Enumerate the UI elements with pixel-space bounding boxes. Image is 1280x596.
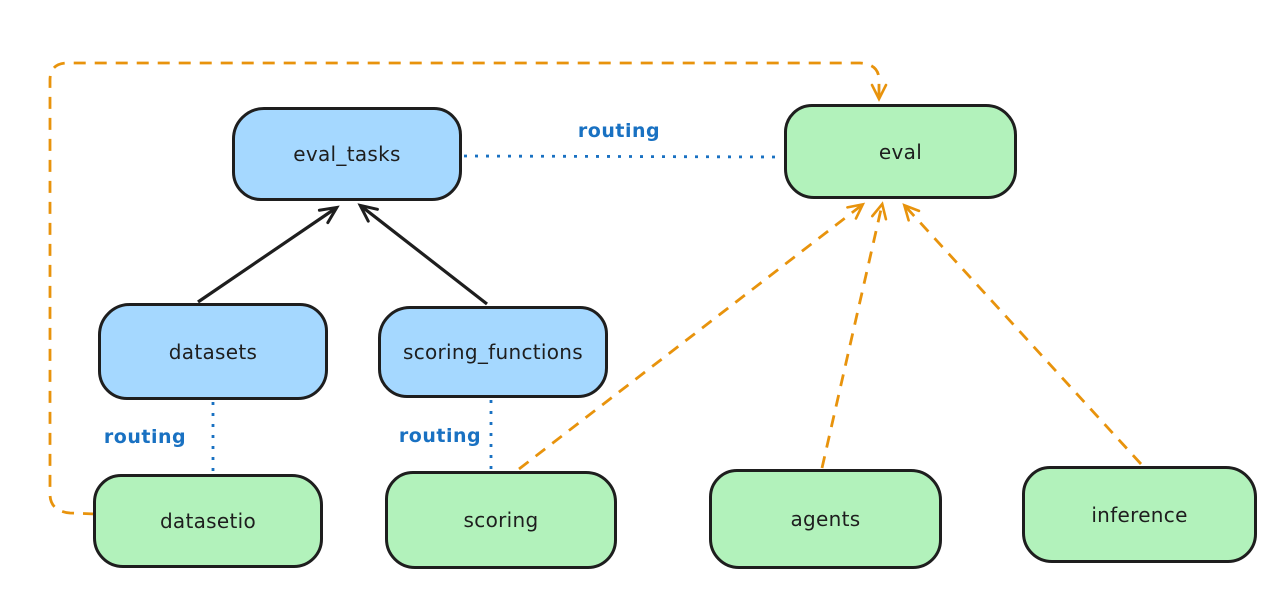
node-datasets: datasets bbox=[98, 303, 328, 400]
edge-inference-to-eval-arrow bbox=[902, 203, 1143, 465]
edge-agents-to-eval-arrow bbox=[820, 201, 888, 469]
edge-label-routing-datasets-datasetio: routing bbox=[103, 426, 187, 448]
node-inference: inference bbox=[1022, 466, 1257, 563]
node-agents: agents bbox=[709, 469, 942, 569]
node-eval-tasks: eval_tasks bbox=[232, 107, 462, 201]
edge-scoring-functions-to-eval-tasks-arrow bbox=[357, 203, 488, 306]
edge-datasets-to-eval-tasks-arrow bbox=[197, 205, 340, 304]
node-eval: eval bbox=[784, 104, 1017, 199]
edge-eval-tasks-to-eval-routing-line bbox=[463, 154, 783, 159]
node-scoring: scoring bbox=[385, 471, 617, 569]
edge-label-routing-eval-tasks-eval: routing bbox=[577, 120, 661, 142]
node-scoring-functions: scoring_functions bbox=[378, 306, 608, 398]
edge-label-routing-scoring-functions-scoring: routing bbox=[398, 425, 482, 447]
node-datasetio: datasetio bbox=[93, 474, 323, 568]
